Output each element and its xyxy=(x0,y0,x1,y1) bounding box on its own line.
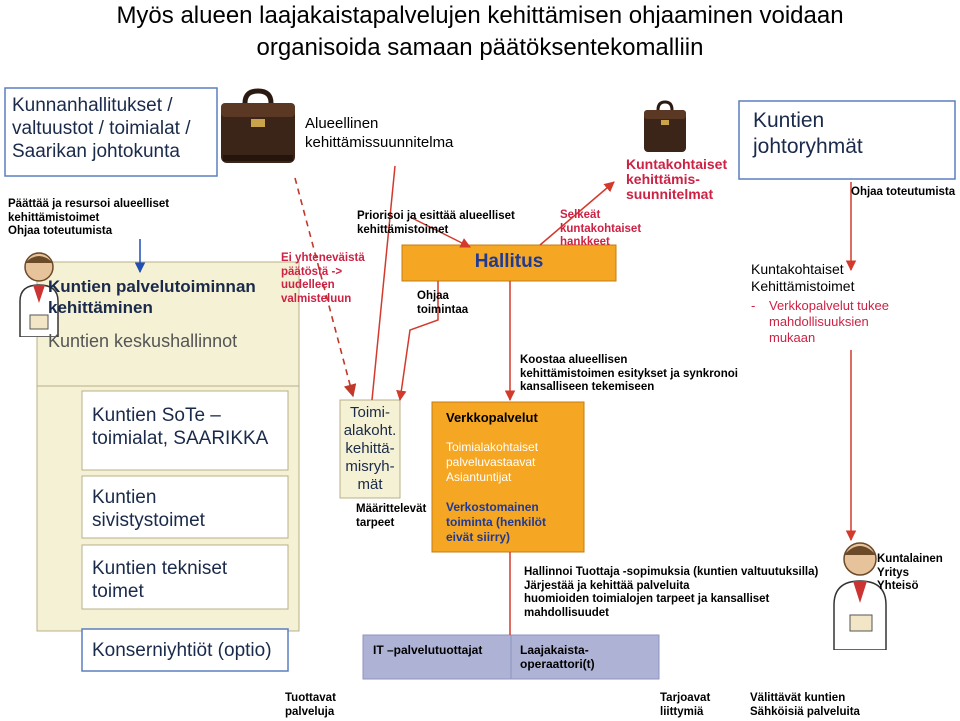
kehittamistoimet-title: Kuntakohtaiset Kehittämistoimet xyxy=(751,261,855,294)
ohjaa-toimintaa-label: Ohjaa toimintaa xyxy=(417,290,469,316)
johtoryhmat-label: Kuntien johtoryhmät xyxy=(753,109,863,158)
toimialakoht-label: Toimi- alakoht. kehittä- misryh- mät xyxy=(343,404,397,493)
tuottavat-label: Tuottavat palveluja xyxy=(285,692,336,718)
priorisoi-label: Priorisoi ja esittää alueelliset kehittä… xyxy=(357,210,515,236)
tarjoavat-label: Tarjoavat liittymiä xyxy=(660,692,711,718)
verkkopalvelut-bullet-text: Verkkopalvelut tukee mahdollisuuksien mu… xyxy=(769,298,889,345)
ohjaa-toteutumista-label: Ohjaa toteutumista xyxy=(851,186,956,198)
valittavat-label: Välittävät kuntien Sähköisiä palveluita xyxy=(750,692,860,718)
verkostomainen-label: Verkostomainen toiminta (henkilöt eivät … xyxy=(446,500,546,544)
palvelutoiminnan-label: Kuntien palvelutoiminnan kehittäminen xyxy=(48,277,256,317)
maarittelevat-label: Määrittelevät tarpeet xyxy=(356,503,427,529)
paattaa-label: Päättää ja resursoi alueelliset kehittäm… xyxy=(8,198,170,237)
page-title: Myös alueen laajakaistapalvelujen kehitt… xyxy=(116,2,844,61)
person-icon xyxy=(8,245,70,338)
it-palvelu-label: IT –palvelutuottajat xyxy=(373,643,483,657)
sote-label: Kuntien SoTe – toimialat, SAARIKKA xyxy=(92,405,269,449)
hallitus-label: Hallitus xyxy=(474,251,544,272)
konserni-label: Konserniyhtiöt (optio) xyxy=(92,640,272,661)
hallinnoi-label: Hallinnoi Tuottaja -sopimuksia (kuntien … xyxy=(524,566,819,619)
keskushallinnot-label: Kuntien keskushallinnot xyxy=(48,331,238,351)
verkkopalvelut-label: Verkkopalvelut xyxy=(446,410,538,425)
briefcase-icon xyxy=(213,83,303,173)
person-icon xyxy=(820,535,900,651)
selkeat-label: Selkeät kuntakohtaiset hankkeet xyxy=(560,209,642,248)
kuntakohtaiset-suunnitelmat-label: Kuntakohtaiset kehittämis- suunnitelmat xyxy=(626,156,728,202)
palvelutoiminta-box xyxy=(36,261,300,387)
tekniset-label: Kuntien tekniset toimet xyxy=(92,558,228,602)
kunnanhallitukset-label: Kunnanhallitukset / valtuustot / toimial… xyxy=(12,95,191,162)
ei-yhteneva-label: Ei yhteneväistä päätöstä -> uudelleen va… xyxy=(281,252,365,305)
laajakaista-label: Laajakaista- operaattori(t) xyxy=(520,643,595,671)
koostaa-label: Koostaa alueellisen kehittämistoimen esi… xyxy=(520,354,738,393)
bullet-dash: - xyxy=(751,298,756,313)
sivistys-label: Kuntien sivistystoimet xyxy=(92,487,205,531)
kuntalainen-label: Kuntalainen Yritys Yhteisö xyxy=(877,553,943,592)
toimialakohtaiset-label: Toimialakohtaiset palveluvastaavat Asian… xyxy=(446,440,539,484)
briefcase-icon xyxy=(640,98,690,156)
alueellinen-label: Alueellinen kehittämissuunnitelma xyxy=(305,115,454,151)
